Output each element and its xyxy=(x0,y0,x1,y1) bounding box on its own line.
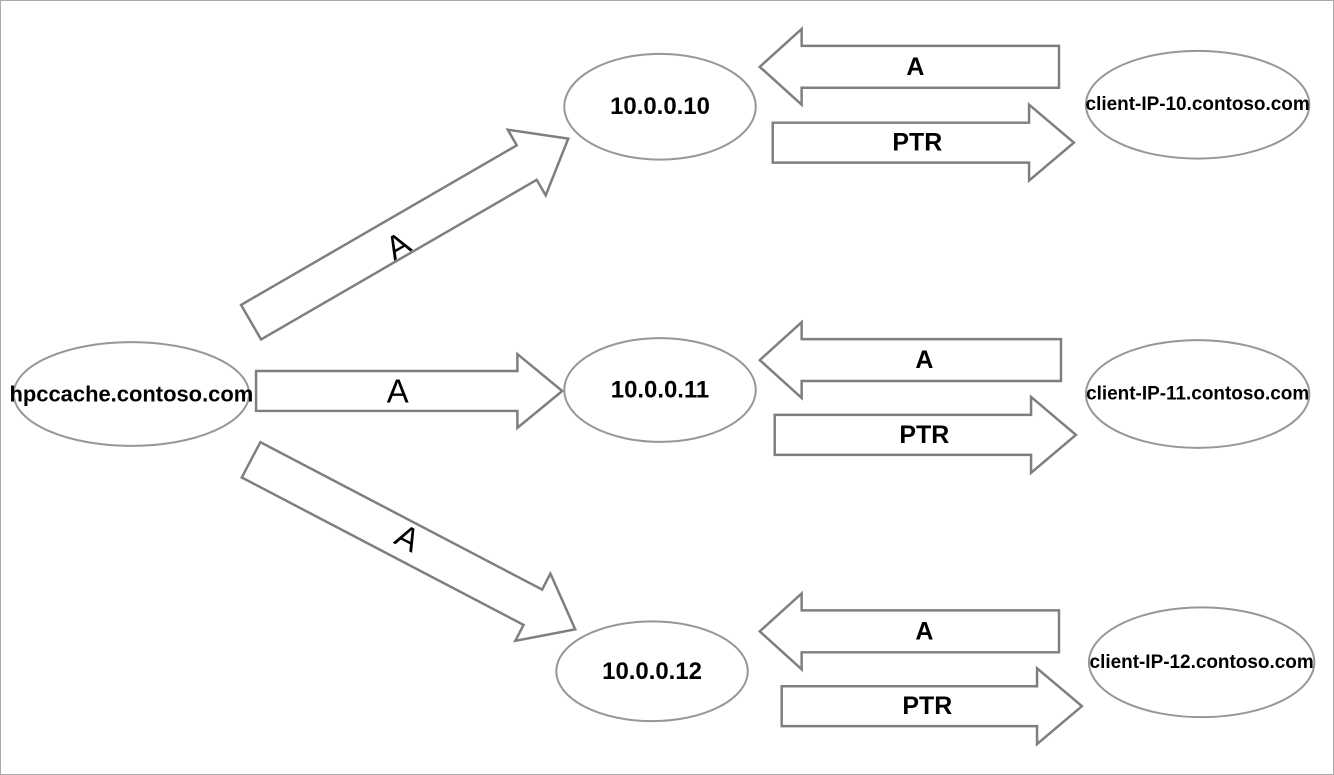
a-record-arrow-left-row1 xyxy=(757,26,1061,108)
source-node-label: hpccache.contoso.com xyxy=(9,381,253,406)
a-record-arrow-middle-label: A xyxy=(387,372,409,409)
ip-node-1-ellipse xyxy=(563,52,757,161)
client-node-2-label: client-IP-11.contoso.com xyxy=(1086,383,1309,404)
client-node-3-label: client-IP-12.contoso.com xyxy=(1090,652,1314,673)
ptr-record-label-row3: PTR xyxy=(902,692,952,720)
a-record-label-row3: A xyxy=(915,617,933,645)
a-record-label-row2: A xyxy=(915,346,933,374)
source-to-ip-arrows: A A A xyxy=(239,128,578,643)
client-node-1-ellipse xyxy=(1084,49,1311,160)
row-2-record-arrows: A PTR xyxy=(757,319,1078,476)
ptr-record-label-row2: PTR xyxy=(899,421,949,449)
ptr-record-arrow-right-row2 xyxy=(773,394,1078,476)
ip-nodes: 10.0.0.10 10.0.0.11 10.0.0.12 xyxy=(555,52,757,723)
ptr-record-label-row1: PTR xyxy=(892,129,942,157)
ip-node-3-label: 10.0.0.12 xyxy=(602,658,702,685)
source-node-ellipse xyxy=(12,341,251,447)
ptr-record-arrow-right-row3 xyxy=(780,665,1084,747)
client-node-2-ellipse xyxy=(1084,339,1311,449)
a-record-arrow-left-row3 xyxy=(757,590,1061,673)
client-nodes: client-IP-10.contoso.com client-IP-11.co… xyxy=(1084,49,1316,719)
ip-node-2-label: 10.0.0.11 xyxy=(611,376,709,403)
ip-node-2-ellipse xyxy=(563,337,757,443)
row-3-record-arrows: A PTR xyxy=(757,590,1084,747)
ptr-record-arrow-right-row1 xyxy=(771,102,1076,184)
a-record-arrow-left-row2 xyxy=(757,319,1063,401)
client-node-3-ellipse xyxy=(1087,606,1316,719)
ip-node-1-label: 10.0.0.10 xyxy=(610,93,710,120)
a-record-arrow-down xyxy=(240,440,578,643)
ip-node-3-ellipse xyxy=(555,620,749,723)
client-node-1-label: client-IP-10.contoso.com xyxy=(1086,94,1310,115)
a-record-arrow-middle xyxy=(254,351,565,431)
a-record-arrow-up xyxy=(239,128,570,342)
source-node: hpccache.contoso.com xyxy=(9,341,253,447)
a-record-label-row1: A xyxy=(906,53,924,81)
row-1-record-arrows: A PTR xyxy=(757,26,1076,184)
